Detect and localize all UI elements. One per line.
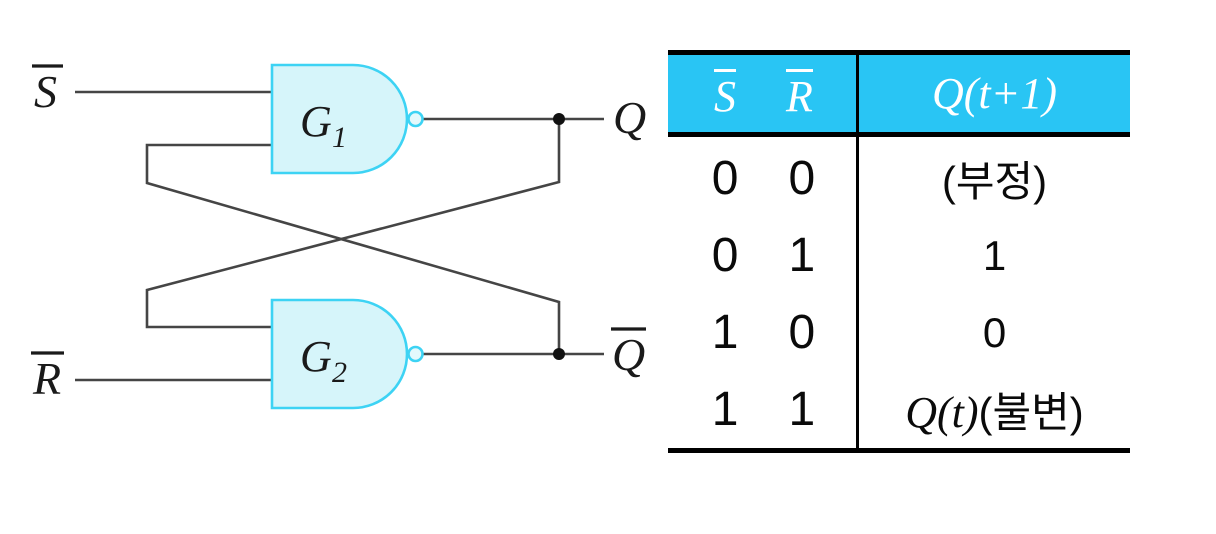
cell-r: 0 bbox=[788, 306, 816, 359]
nand-gate-g1-body bbox=[270, 63, 409, 175]
cell-r: 0 bbox=[788, 152, 816, 205]
nand-gate-g2-bubble-icon bbox=[407, 345, 424, 363]
input-r-bar-label: R bbox=[32, 353, 61, 404]
table-row: 0 0 (부정) bbox=[668, 140, 1130, 217]
nand-gate-g1-bubble-icon bbox=[407, 110, 424, 128]
cell-q-next: 0 bbox=[982, 308, 1007, 356]
cell-q-next: 1 bbox=[982, 231, 1007, 279]
table-row: 1 0 0 bbox=[668, 294, 1130, 371]
gate-g1-subscript: 1 bbox=[332, 121, 347, 154]
header-r-bar: R bbox=[786, 68, 813, 119]
table-row: 0 1 1 bbox=[668, 217, 1130, 294]
output-q-label: Q bbox=[613, 92, 646, 143]
nand-gate-g2-body bbox=[270, 298, 409, 410]
truth-table: S R Q(t+1) 0 0 (부정) 0 1 1 bbox=[668, 50, 1130, 453]
junction-dot-q bbox=[553, 113, 565, 125]
cell-q-next: Q(t)(불변) bbox=[859, 379, 1130, 440]
gate-g1-label: G bbox=[300, 97, 332, 146]
cell-r: 1 bbox=[788, 383, 816, 436]
wire-feedback-q-to-g2 bbox=[145, 119, 561, 329]
junction-dot-qbar bbox=[553, 348, 565, 360]
truth-table-header: S R Q(t+1) bbox=[668, 55, 1130, 137]
table-row: 1 1 Q(t)(불변) bbox=[668, 371, 1130, 448]
header-s-bar: S bbox=[714, 68, 737, 119]
gate-g2-subscript: 2 bbox=[332, 356, 347, 389]
cell-s: 1 bbox=[711, 306, 739, 359]
truth-table-column-divider bbox=[856, 50, 859, 453]
wire-feedback-qbar-to-g1 bbox=[145, 143, 561, 354]
input-s-bar-label: S bbox=[34, 66, 57, 117]
gate-g2-label: G bbox=[300, 332, 332, 381]
cell-q-next: (부정) bbox=[941, 158, 1048, 205]
truth-table-body: 0 0 (부정) 0 1 1 1 0 0 bbox=[668, 137, 1130, 448]
header-q-next: Q(t+1) bbox=[932, 69, 1057, 118]
cell-s: 0 bbox=[711, 229, 739, 282]
output-qbar-label: Q bbox=[612, 329, 645, 380]
cell-q-next-note: (불변) bbox=[978, 389, 1084, 436]
cell-s: 1 bbox=[711, 383, 739, 436]
latch-circuit-diagram: G 1 G 2 S R Q Q bbox=[31, 63, 646, 410]
cell-r: 1 bbox=[788, 229, 816, 282]
cell-q-next-math: Q(t) bbox=[905, 388, 979, 437]
cell-s: 0 bbox=[711, 152, 739, 205]
